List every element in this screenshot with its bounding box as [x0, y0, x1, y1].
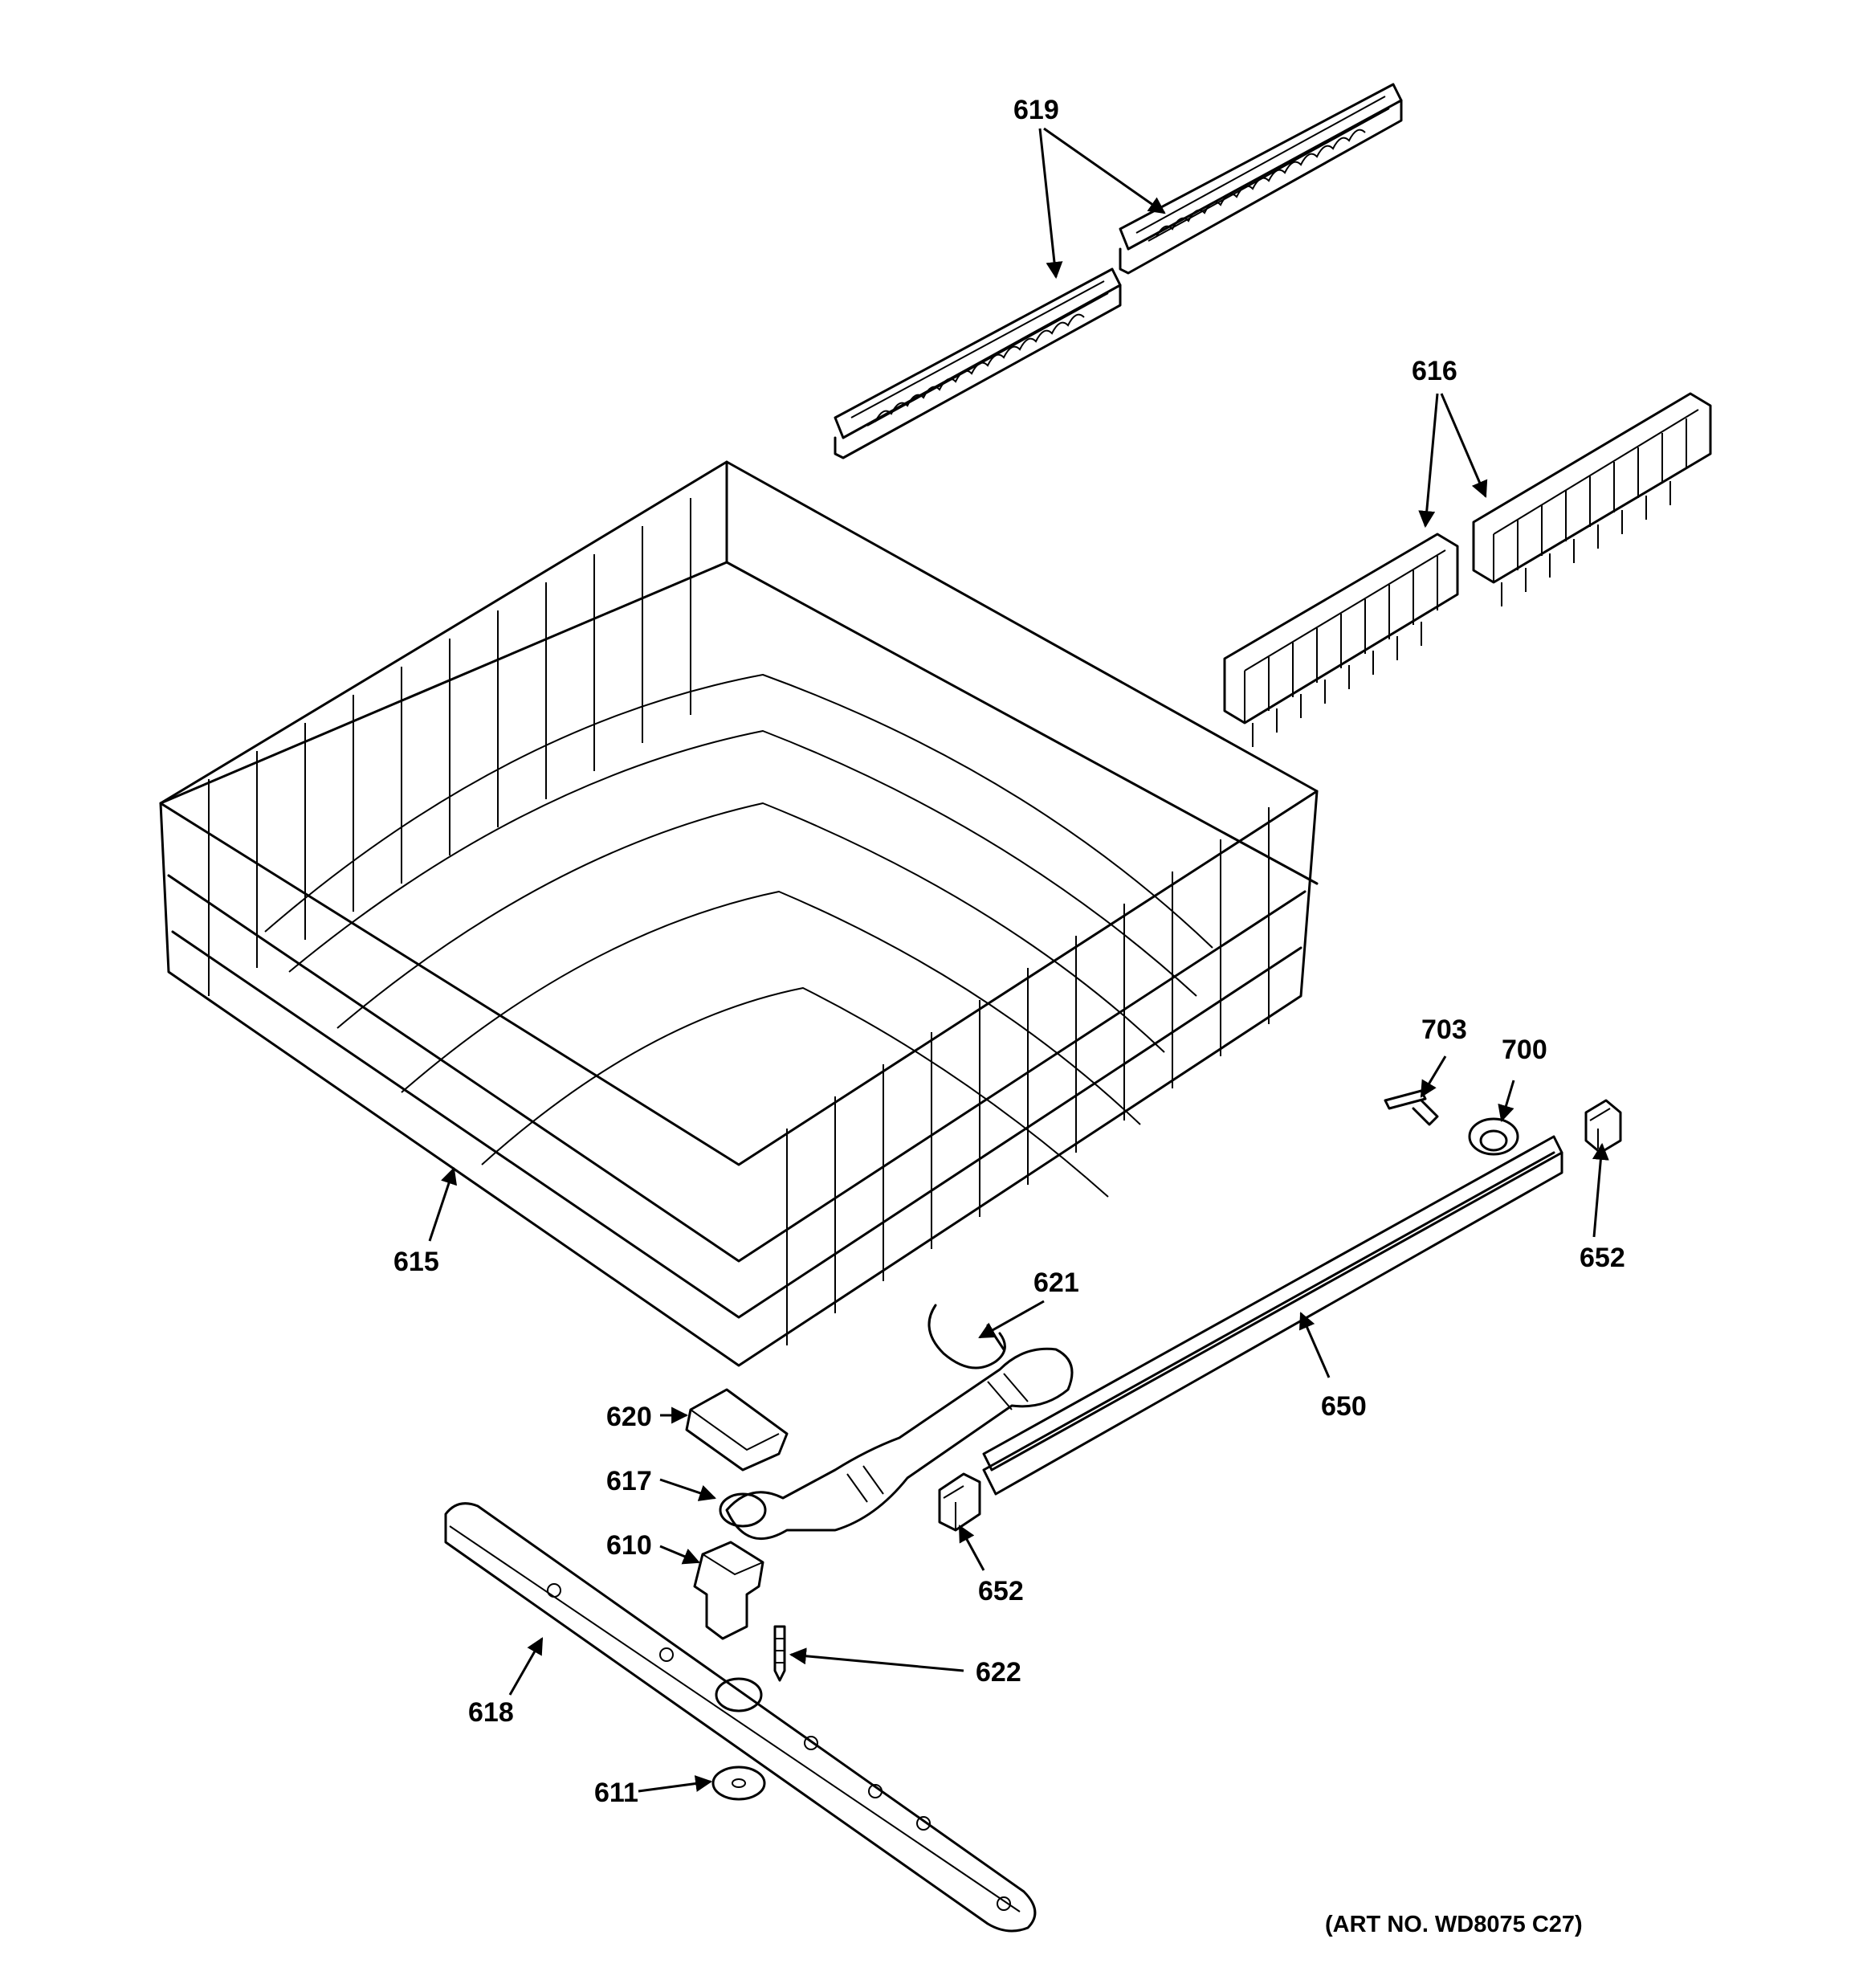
upper-rack	[159, 460, 1319, 1367]
callout-610: 610	[606, 1530, 652, 1561]
clip-703	[1384, 1089, 1439, 1126]
callout-700: 700	[1502, 1035, 1547, 1065]
washer-611	[711, 1766, 766, 1801]
cup-shelf-right	[1119, 83, 1403, 275]
cup-shelf-left	[834, 267, 1122, 459]
callout-labels: 619 616 615 703 700 652 621 650 620 617 …	[393, 95, 1625, 1937]
screw-622	[773, 1625, 786, 1682]
callout-620: 620	[606, 1402, 652, 1432]
tine-rack-left	[1223, 533, 1459, 747]
callout-652-upper: 652	[1580, 1243, 1625, 1273]
callout-622: 622	[976, 1657, 1021, 1688]
feed-pipe	[719, 1347, 1074, 1541]
callout-619: 619	[1013, 95, 1059, 125]
end-cap-lower	[938, 1472, 981, 1532]
spray-arm	[444, 1502, 1037, 1933]
part-620	[685, 1388, 789, 1472]
bushing-700	[1468, 1117, 1519, 1156]
callout-621: 621	[1033, 1268, 1079, 1298]
callout-703: 703	[1421, 1014, 1467, 1045]
art-number: (ART NO. WD8075 C27)	[1325, 1912, 1583, 1937]
callout-616: 616	[1412, 356, 1457, 386]
callout-615: 615	[393, 1247, 439, 1277]
leader-lines	[428, 127, 1609, 1793]
end-cap-upper	[1584, 1099, 1622, 1154]
tine-rack-right	[1472, 392, 1712, 606]
callout-652-lower: 652	[978, 1576, 1024, 1606]
callout-611: 611	[594, 1778, 638, 1808]
callout-617: 617	[606, 1466, 652, 1496]
callout-618: 618	[468, 1697, 514, 1728]
bearing-610	[693, 1541, 764, 1640]
supply-tube	[982, 1135, 1563, 1496]
hose-clamp	[927, 1304, 1006, 1370]
callout-650: 650	[1321, 1391, 1367, 1422]
